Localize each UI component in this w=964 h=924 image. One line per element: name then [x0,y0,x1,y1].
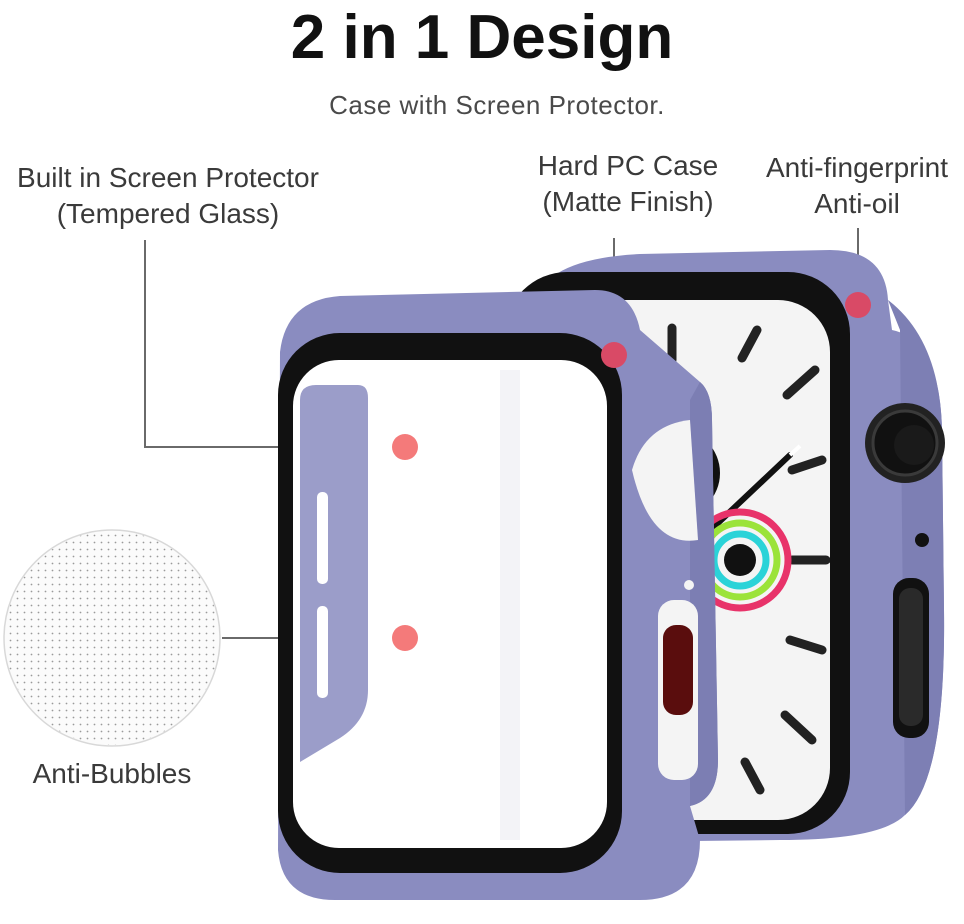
hard-case-label: Hard PC Case (Matte Finish) [520,148,736,220]
anti-fingerprint-label: Anti-fingerprint Anti-oil [750,150,964,222]
front-case [278,290,718,900]
hard-case-line1: Hard PC Case [537,150,719,181]
callout-markers [392,292,871,651]
page-subtitle: Case with Screen Protector. [329,90,665,120]
anti-fingerprint-line1: Anti-fingerprint [765,152,949,183]
screen-protector-line1: Built in Screen Protector [17,162,319,193]
screen-protector-label: Built in Screen Protector (Tempered Glas… [0,160,336,232]
anti-fingerprint-line2: Anti-oil [814,188,900,219]
hard-case-line2: (Matte Finish) [542,186,714,217]
screen-protector-line2: (Tempered Glass) [56,198,280,229]
page-title: 2 in 1 Design [290,3,674,72]
anti-bubbles-label: Anti-Bubbles [32,758,192,789]
mic-hole [915,533,929,547]
digital-crown-icon [865,403,945,483]
anti-bubbles-circle [3,529,221,747]
